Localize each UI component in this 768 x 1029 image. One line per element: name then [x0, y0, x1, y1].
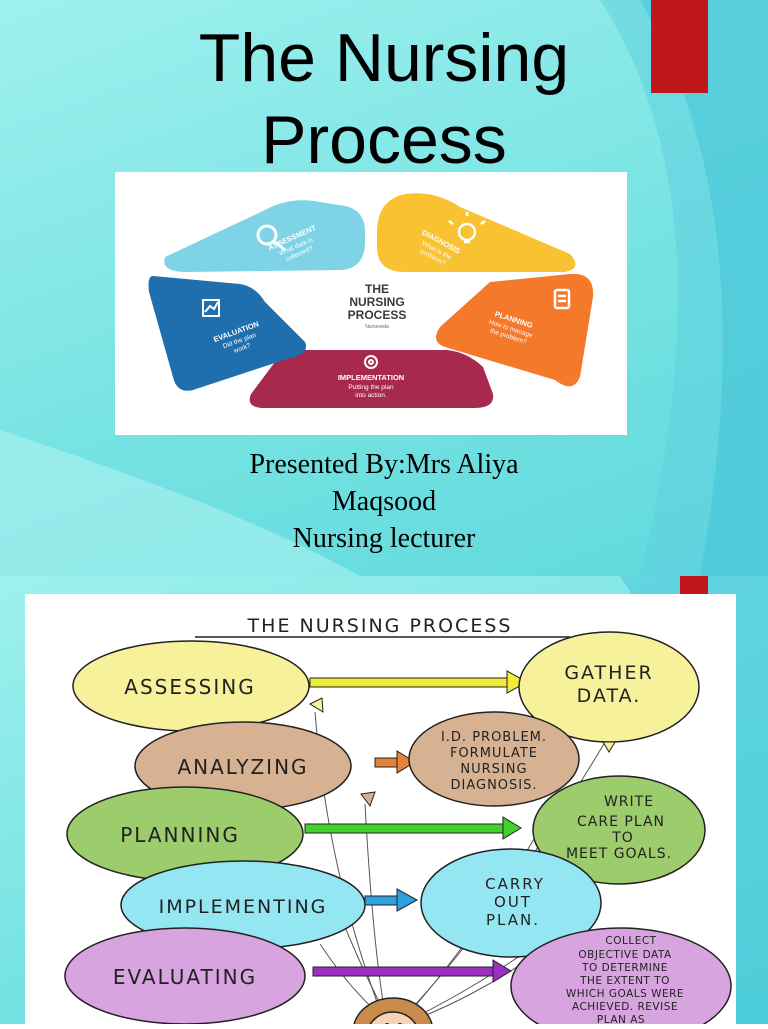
- label-planning: PLANNING: [120, 823, 240, 847]
- arrow-assessing: [309, 670, 529, 694]
- implementation-title: IMPLEMENTATION: [338, 373, 404, 382]
- result-implementing-3: PLAN.: [486, 911, 540, 929]
- result-analyzing-3: NURSING: [460, 762, 527, 777]
- result-analyzing-2: FORMULATE: [450, 746, 538, 761]
- right-balloon-evaluation-result: COLLECT OBJECTIVE DATA TO DETERMINE THE …: [510, 927, 732, 1029]
- title-slide: The Nursing Process: [0, 0, 768, 576]
- slide-title: The Nursing Process: [0, 18, 768, 181]
- segment-implementation: [249, 350, 494, 408]
- balloon-diagram: THE NURSING PROCESS ASSESSING ANALYZING: [64, 615, 732, 1029]
- result-planning-2: CARE PLAN: [577, 814, 665, 830]
- left-balloon-planning: PLANNING: [66, 786, 304, 882]
- result-evaluating-4: THE EXTENT TO: [579, 975, 670, 987]
- nurse-cartoon: [352, 997, 434, 1029]
- arrow-analyzing: [374, 750, 416, 774]
- result-analyzing-1: I.D. PROBLEM.: [441, 730, 547, 745]
- label-evaluating: EVALUATING: [113, 965, 257, 989]
- arrow-evaluating: [312, 959, 512, 983]
- result-evaluating-5: WHICH GOALS WERE: [566, 988, 684, 1000]
- presenter-block: Presented By:Mrs Aliya Maqsood Nursing l…: [0, 446, 768, 557]
- segment-assessment: [164, 200, 365, 272]
- magnifier-icon: [256, 224, 286, 252]
- nursing-process-infographic: ASSESSMENT What data is collected? DIAGN…: [115, 172, 627, 435]
- result-evaluating-2: OBJECTIVE DATA: [578, 949, 672, 961]
- implementation-sub-1: Putting the plan: [348, 384, 394, 391]
- result-analyzing-4: DIAGNOSIS.: [450, 778, 537, 793]
- label-implementing: IMPLEMENTING: [159, 896, 328, 918]
- title-line-1: The Nursing: [198, 20, 570, 96]
- arrow-implementing: [364, 888, 419, 912]
- presenter-line-2: Maqsood: [331, 486, 437, 517]
- result-implementing-2: OUT: [494, 893, 532, 911]
- chart-icon: [202, 299, 220, 317]
- result-assessing-1: GATHER: [564, 662, 653, 684]
- title-line-2: Process: [261, 101, 507, 178]
- center-line-2: NURSING: [349, 295, 404, 309]
- arrow-planning: [304, 816, 522, 840]
- center-line-3: PROCESS: [348, 308, 407, 322]
- result-implementing-1: CARRY: [485, 875, 545, 893]
- result-evaluating-1: COLLECT: [605, 935, 656, 947]
- red-accent-bar-2: [680, 576, 708, 594]
- result-evaluating-7: PLAN AS: [597, 1014, 645, 1024]
- left-balloon-evaluating: EVALUATING: [64, 927, 306, 1025]
- center-line-1: THE: [365, 282, 389, 296]
- presenter-line-3: Nursing lecturer: [292, 523, 476, 554]
- gears-icon: [364, 355, 378, 369]
- right-balloon-write-care-plan: WRITE CARE PLAN TO MEET GOALS.: [532, 775, 706, 885]
- red-accent-bar: [651, 0, 708, 93]
- chart-heading: THE NURSING PROCESS: [247, 615, 513, 637]
- implementation-sub-2: into action.: [355, 392, 387, 399]
- nursing-process-chart: THE NURSING PROCESS ASSESSING ANALYZING: [25, 594, 736, 1029]
- left-balloon-implementing: IMPLEMENTING: [120, 860, 366, 950]
- lightbulb-icon: [448, 212, 486, 244]
- decorative-swoosh: [0, 0, 768, 576]
- presenter-line-1: Presented By:Mrs Aliya: [249, 449, 519, 480]
- right-balloon-carry-out-plan: CARRY OUT PLAN.: [420, 848, 602, 958]
- label-analyzing: ANALYZING: [177, 755, 308, 779]
- segment-evaluation: [148, 276, 306, 391]
- result-evaluating-3: TO DETERMINE: [581, 962, 668, 974]
- result-planning-1: WRITE: [604, 794, 654, 810]
- result-evaluating-6: ACHIEVED. REVISE: [572, 1001, 678, 1013]
- right-balloon-gather-data: GATHER DATA.: [518, 631, 700, 753]
- infographic-diagram: ASSESSMENT What data is collected? DIAGN…: [148, 193, 594, 408]
- right-balloon-diagnosis: I.D. PROBLEM. FORMULATE NURSING DIAGNOSI…: [408, 711, 580, 807]
- result-planning-4: MEET GOALS.: [566, 846, 672, 862]
- clipboard-icon: [553, 288, 571, 310]
- left-balloon-assessing: ASSESSING: [72, 640, 324, 732]
- brand-logo: Nursevista: [365, 324, 389, 330]
- result-assessing-2: DATA.: [577, 685, 642, 707]
- result-planning-3: TO: [611, 830, 634, 846]
- label-assessing: ASSESSING: [124, 675, 255, 699]
